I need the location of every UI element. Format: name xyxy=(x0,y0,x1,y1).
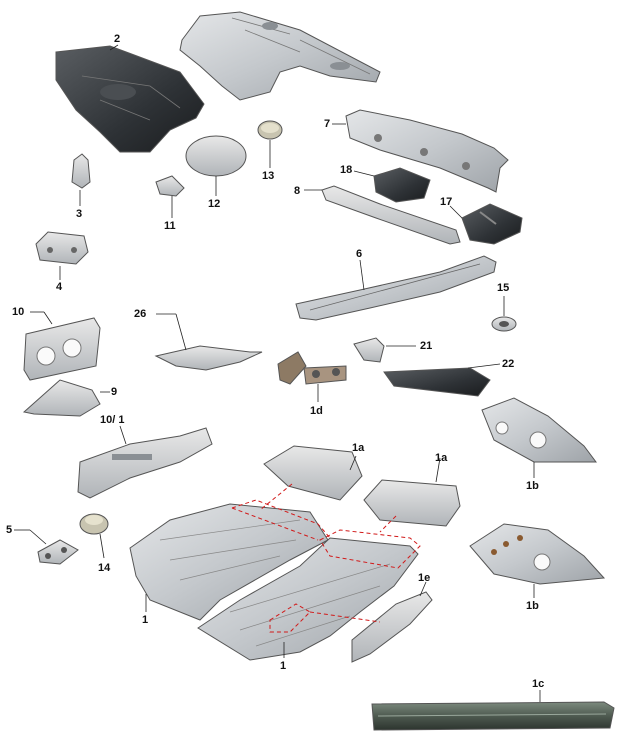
part-14-grommet xyxy=(79,513,109,535)
label-1-right: 1 xyxy=(280,660,287,672)
part-1d-hinge xyxy=(277,351,347,385)
label-10: 10 xyxy=(12,306,25,318)
part-1b-top-gusset xyxy=(481,397,597,463)
label-3: 3 xyxy=(76,208,83,220)
part-9-gusset xyxy=(22,379,101,417)
part-1a-right-patch xyxy=(363,479,461,527)
part-5-plate xyxy=(37,539,79,565)
label-6: 6 xyxy=(356,248,363,260)
part-17-bracket xyxy=(461,203,523,245)
cut-lines xyxy=(231,483,421,633)
label-26: 26 xyxy=(134,308,147,320)
part-firewall-tunnel xyxy=(179,11,381,101)
label-11: 11 xyxy=(164,220,176,232)
label-8: 8 xyxy=(294,185,301,197)
part-13-plug xyxy=(257,120,283,140)
label-21: 21 xyxy=(420,340,433,352)
part-11-clip xyxy=(155,175,185,197)
part-1-floor-right xyxy=(197,537,419,661)
part-1a-left-patch xyxy=(263,445,363,501)
label-17: 17 xyxy=(440,196,453,208)
label-1d: 1d xyxy=(310,405,323,417)
part-1e-rail xyxy=(351,591,433,663)
label-2: 2 xyxy=(114,33,121,45)
label-5: 5 xyxy=(6,524,13,536)
part-1b-bottom-gusset xyxy=(469,523,606,585)
label-13: 13 xyxy=(262,170,275,182)
label-18: 18 xyxy=(340,164,353,176)
label-1a-left: 1a xyxy=(352,442,365,454)
label-10-1: 10/ 1 xyxy=(100,414,125,426)
part-7-crossmember xyxy=(345,109,509,193)
label-9: 9 xyxy=(111,386,118,398)
part-15-grommet xyxy=(491,316,517,332)
label-4: 4 xyxy=(56,281,63,293)
part-4-plate xyxy=(35,231,89,265)
part-1-floor-left xyxy=(129,503,329,621)
label-1b-bottom: 1b xyxy=(526,600,539,612)
part-26-brace xyxy=(154,345,263,371)
part-10-1-bracket xyxy=(77,427,213,499)
part-10-panel xyxy=(23,317,101,381)
label-22: 22 xyxy=(502,358,515,370)
part-8-rail xyxy=(321,185,461,245)
part-2-undertray xyxy=(55,45,205,153)
label-14: 14 xyxy=(98,562,111,574)
part-1c-sill xyxy=(371,701,615,731)
label-1-left: 1 xyxy=(142,614,149,626)
part-12-disc xyxy=(185,135,247,177)
part-6-longmember xyxy=(295,255,497,321)
label-1a-right: 1a xyxy=(435,452,448,464)
label-1e: 1e xyxy=(418,572,431,584)
part-3-bracket xyxy=(71,153,91,189)
label-12: 12 xyxy=(208,198,221,210)
label-1c: 1c xyxy=(532,678,545,690)
label-1b-top: 1b xyxy=(526,480,539,492)
label-15: 15 xyxy=(497,282,510,294)
part-21-clip xyxy=(353,337,385,363)
label-7: 7 xyxy=(324,118,331,130)
part-22-strip xyxy=(383,367,491,397)
part-18-pad xyxy=(373,167,431,203)
